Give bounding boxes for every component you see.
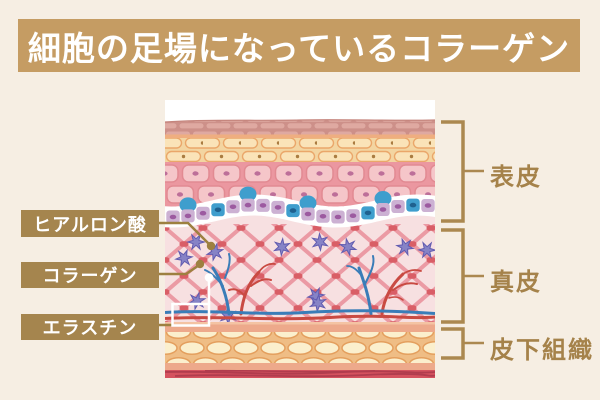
elastin-label: エラスチン xyxy=(42,318,138,338)
skin-layers-svg xyxy=(148,119,452,378)
collagen-label: コラーゲン xyxy=(42,266,138,286)
hyaluronic-acid-label: ヒアルロン酸 xyxy=(33,214,147,235)
subcutaneous-tissue-label: 皮下組織 xyxy=(490,337,594,364)
epidermis-label: 表皮 xyxy=(490,164,542,191)
label-box-collagen: コラーゲン xyxy=(21,262,159,288)
stratum-corneum-layer xyxy=(164,119,436,135)
title-banner: 細胞の足場になっているコラーゲン xyxy=(18,19,580,72)
subcutaneous-layer xyxy=(165,322,435,370)
muscle-layer xyxy=(164,369,436,378)
dermis-label: 真皮 xyxy=(490,269,542,296)
epidermis-bracket xyxy=(441,120,484,223)
granular-layer xyxy=(165,138,435,162)
label-box-hyaluronic-acid: ヒアルロン酸 xyxy=(21,210,159,237)
basal-layer-cells xyxy=(166,186,435,224)
dermis-bracket xyxy=(441,228,484,324)
capillary-tree-left xyxy=(204,253,276,316)
subcutaneous-bracket xyxy=(441,327,484,360)
page-title: 細胞の足場になっているコラーゲン xyxy=(27,29,571,67)
label-box-elastin: エラスチン xyxy=(21,314,159,340)
corneum-orange-band xyxy=(165,134,435,138)
dermis-layer xyxy=(165,212,435,322)
skin-cross-section-illustration xyxy=(148,100,452,378)
